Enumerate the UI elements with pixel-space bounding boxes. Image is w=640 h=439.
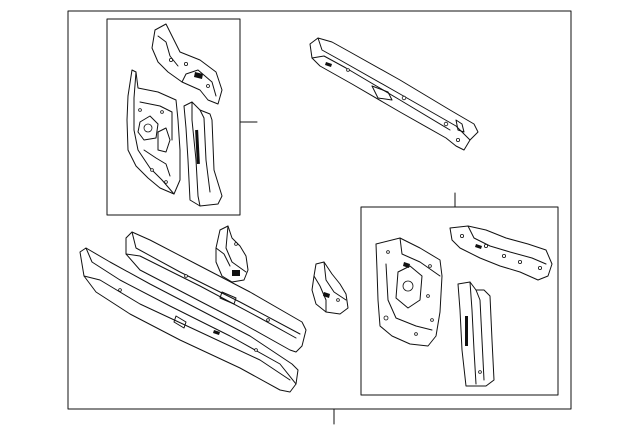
lower-reinforcement xyxy=(125,231,307,353)
lower-tie-bar xyxy=(79,247,299,393)
side-bracket xyxy=(311,261,349,315)
upper-tie-bar xyxy=(309,37,479,151)
center-bracket xyxy=(215,225,249,283)
left-inset-box xyxy=(106,18,241,216)
outer-frame xyxy=(67,10,572,410)
right-inset-box xyxy=(360,206,559,396)
right-upper-bracket xyxy=(449,225,553,281)
left-main-panel xyxy=(126,69,181,195)
right-vertical-support xyxy=(457,281,495,387)
left-vertical-support xyxy=(183,101,223,207)
right-support-assembly xyxy=(360,192,559,396)
left-support-assembly xyxy=(106,18,258,216)
left-upper-bracket xyxy=(151,23,223,105)
right-main-panel xyxy=(375,237,443,347)
